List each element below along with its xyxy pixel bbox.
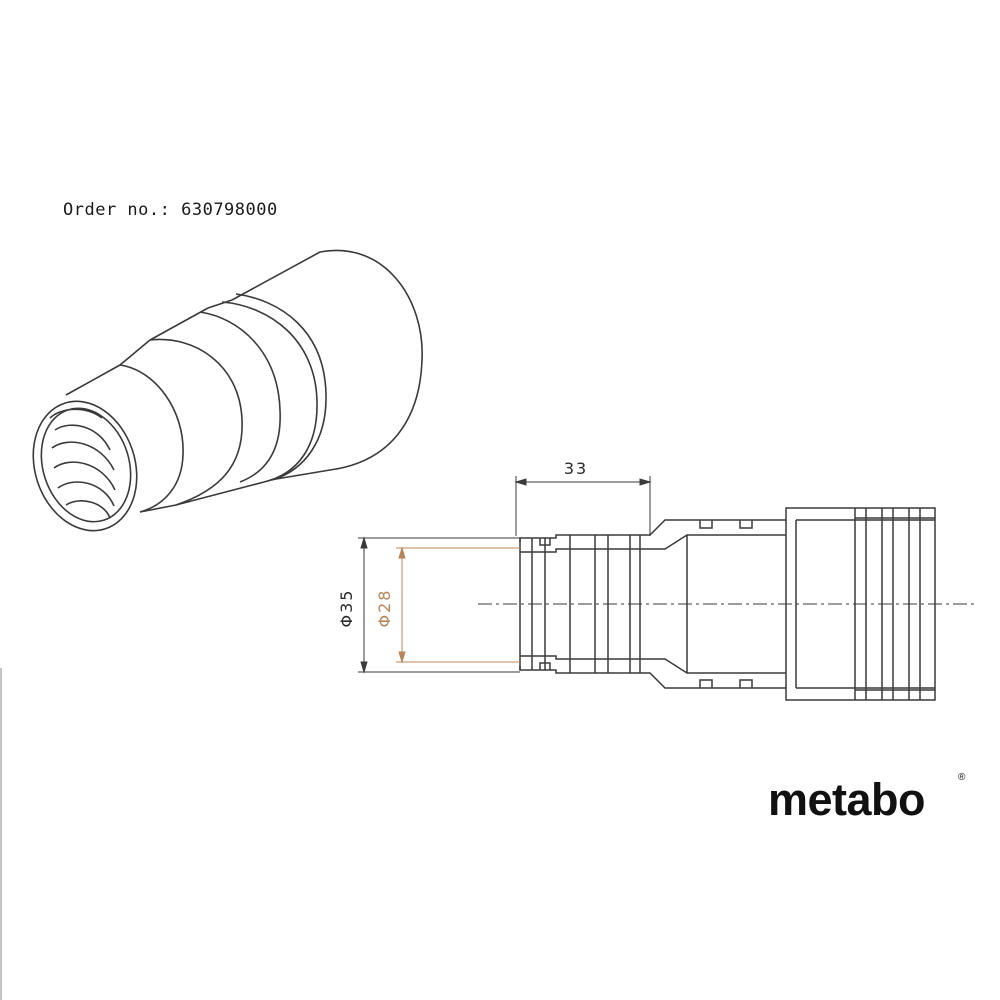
outer-diameter-arrow-bottom xyxy=(360,661,368,674)
outer-profile xyxy=(519,507,936,701)
mid-cylinder-bottom xyxy=(175,481,265,506)
inner-diameter-arrow-top xyxy=(398,546,406,559)
inner-rib-top xyxy=(49,408,103,419)
large-end-ribs xyxy=(795,508,935,700)
order-number: 630798000 xyxy=(181,200,278,220)
order-label: Order no.: xyxy=(63,200,171,220)
inner-rib-1 xyxy=(54,424,111,451)
rear-cylinder-outline xyxy=(231,249,423,481)
rear-cylinder-front-edge xyxy=(235,293,327,481)
inner-rib-3 xyxy=(53,461,116,491)
rear-cylinder-step-ring xyxy=(221,301,318,483)
wall-notches xyxy=(539,520,753,688)
inner-diameter-arrow-bottom xyxy=(398,651,406,664)
length-arrow-right xyxy=(639,478,652,486)
dimension-length xyxy=(514,476,652,536)
isometric-view xyxy=(32,249,423,532)
inner-bore-bottom xyxy=(520,655,786,674)
mid-cylinder-top-join xyxy=(207,299,233,309)
length-arrow-left xyxy=(514,478,527,486)
front-tube-top-join xyxy=(119,339,151,366)
front-tube-bottom xyxy=(139,504,177,513)
inner-rib-4 xyxy=(57,481,115,507)
inner-diameter-value: Φ28 xyxy=(375,589,394,628)
mid-cylinder-top xyxy=(149,307,209,341)
inner-rib-2 xyxy=(51,441,115,471)
mid-cylinder-shoulder xyxy=(199,311,281,483)
mid-cylinder-front-edge xyxy=(149,338,243,506)
outer-diameter-arrow-top xyxy=(360,536,368,549)
brand-logo: metabo xyxy=(768,774,926,825)
front-rim-outer xyxy=(32,400,138,532)
outer-diameter-value: Φ35 xyxy=(337,589,356,628)
registered-mark: ® xyxy=(958,772,966,783)
inner-bore-top xyxy=(520,534,786,553)
section-view xyxy=(478,507,976,701)
order-number-line: Order no.: 630798000 xyxy=(63,200,278,220)
small-end-ribs xyxy=(531,535,641,673)
inner-rib-5 xyxy=(65,500,111,519)
front-tube-collar xyxy=(119,364,184,513)
length-value: 33 xyxy=(564,459,588,478)
front-tube-top xyxy=(65,364,121,396)
dimension-outer-diameter xyxy=(358,536,520,674)
dimension-inner-diameter xyxy=(396,546,520,664)
